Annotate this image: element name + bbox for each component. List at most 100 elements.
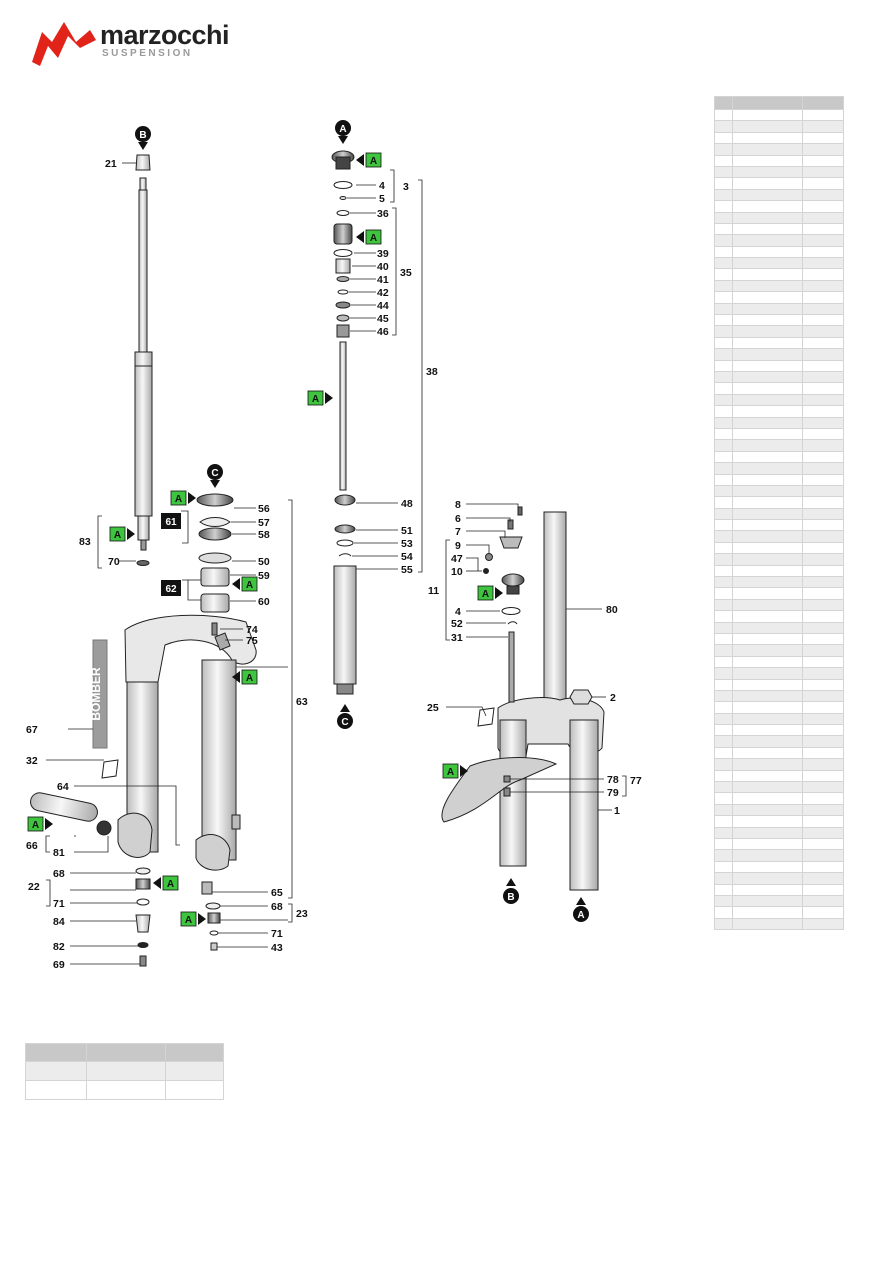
spec-table-cell bbox=[165, 1080, 224, 1100]
parts-table-row bbox=[714, 860, 844, 874]
parts-table-cell bbox=[732, 359, 803, 373]
badge-a-rod: A bbox=[307, 390, 333, 406]
part-drawings: BOMBER bbox=[30, 150, 605, 967]
label-44: 44 bbox=[377, 300, 389, 312]
parts-table-row bbox=[714, 678, 844, 691]
spec-table bbox=[25, 1043, 224, 1100]
label-79: 79 bbox=[607, 787, 619, 799]
label-66: 66 bbox=[26, 840, 38, 852]
parts-table-cell bbox=[732, 519, 803, 532]
parts-table-cell bbox=[802, 450, 844, 464]
parts-table-row bbox=[714, 610, 844, 623]
part-31-rod bbox=[508, 631, 515, 703]
part-labels: 21 4 5 3 36 39 40 41 42 44 45 46 35 38 4… bbox=[26, 158, 642, 971]
label-65: 65 bbox=[271, 887, 283, 899]
parts-table-header bbox=[714, 96, 844, 110]
svg-text:A: A bbox=[370, 156, 377, 167]
parts-table-cell bbox=[802, 575, 844, 589]
parts-table-row bbox=[714, 279, 844, 293]
parts-table-cell bbox=[732, 632, 803, 646]
parts-table-cell bbox=[714, 234, 733, 247]
parts-table-cell bbox=[732, 382, 803, 395]
label-4-right: 4 bbox=[455, 606, 461, 618]
parts-table-cell bbox=[802, 837, 844, 851]
exploded-parts-diagram: BOMBER bbox=[26, 120, 642, 971]
parts-table-cell bbox=[802, 462, 844, 475]
parts-table-cell bbox=[714, 678, 733, 691]
parts-table-cell bbox=[714, 621, 733, 634]
parts-table-cell bbox=[802, 530, 844, 543]
parts-table-cell bbox=[802, 712, 844, 726]
parts-table-cell bbox=[802, 200, 844, 213]
parts-table-row bbox=[714, 849, 844, 862]
parts-table-cell bbox=[802, 803, 844, 817]
parts-table-cell bbox=[802, 632, 844, 646]
label-31: 31 bbox=[451, 632, 463, 644]
parts-table-cell bbox=[714, 519, 733, 532]
parts-table-row bbox=[714, 541, 844, 555]
parts-table-row bbox=[714, 302, 844, 316]
badge-a-seal: A bbox=[170, 490, 196, 506]
label-50: 50 bbox=[258, 556, 270, 568]
parts-table-cell bbox=[802, 894, 844, 908]
parts-table-row bbox=[714, 188, 844, 202]
brand-subtitle: SUSPENSION bbox=[102, 48, 193, 59]
parts-table-cell bbox=[802, 815, 844, 828]
parts-table-cell bbox=[732, 143, 803, 156]
spec-table-cell bbox=[86, 1061, 166, 1081]
parts-table-cell bbox=[732, 678, 803, 691]
label-23: 23 bbox=[296, 908, 308, 920]
parts-table-cell bbox=[714, 758, 733, 771]
spec-table-cell bbox=[86, 1043, 166, 1062]
parts-table-cell bbox=[732, 667, 803, 680]
parts-table-cell bbox=[732, 257, 803, 270]
part-75-bracket bbox=[214, 632, 231, 651]
parts-table-row bbox=[714, 883, 844, 896]
parts-table-cell bbox=[802, 154, 844, 167]
part-67-decal bbox=[92, 639, 108, 749]
parts-table-cell bbox=[714, 96, 733, 110]
parts-table-cell bbox=[714, 268, 733, 281]
label-81: 81 bbox=[53, 847, 65, 859]
parts-table-cell bbox=[732, 837, 803, 851]
parts-table-row bbox=[714, 462, 844, 475]
brand-logo: marzocchi SUSPENSION bbox=[30, 18, 230, 70]
parts-table-cell bbox=[802, 564, 844, 578]
badge-a-arch: A bbox=[232, 669, 258, 685]
parts-table-cell bbox=[802, 177, 844, 190]
parts-table-cell bbox=[714, 701, 733, 714]
parts-table-cell bbox=[732, 427, 803, 441]
parts-table-cell bbox=[714, 837, 733, 851]
parts-table-cell bbox=[732, 541, 803, 555]
part-66-axle bbox=[30, 792, 98, 822]
badge-a-adjuster: A bbox=[477, 585, 503, 601]
parts-table-cell bbox=[714, 336, 733, 350]
label-25: 25 bbox=[427, 702, 439, 714]
parts-table-cell bbox=[732, 222, 803, 236]
parts-table-cell bbox=[714, 439, 733, 452]
parts-table-cell bbox=[802, 746, 844, 760]
parts-table-row bbox=[714, 689, 844, 703]
label-71-right: 71 bbox=[271, 928, 283, 940]
parts-table-cell bbox=[714, 769, 733, 783]
parts-table-row bbox=[714, 553, 844, 566]
parts-table-cell bbox=[802, 268, 844, 281]
parts-table-cell bbox=[802, 302, 844, 316]
parts-table-cell bbox=[732, 405, 803, 418]
parts-table-cell bbox=[802, 222, 844, 236]
part-23-foot-nut bbox=[207, 912, 221, 924]
marker-b-top: B bbox=[135, 126, 151, 150]
parts-table-cell bbox=[802, 382, 844, 395]
badge-a-top-cap: A bbox=[356, 152, 382, 168]
badge-a-bushing: A bbox=[232, 576, 258, 592]
parts-table-cell bbox=[714, 507, 733, 521]
parts-table-cell bbox=[802, 416, 844, 429]
parts-table-cell bbox=[714, 815, 733, 828]
part-41-ring bbox=[336, 276, 350, 282]
parts-table-row bbox=[714, 644, 844, 657]
part-6-screw bbox=[507, 519, 514, 530]
parts-table-cell bbox=[802, 883, 844, 896]
part-71-oring-left bbox=[136, 898, 150, 906]
parts-table-cell bbox=[802, 667, 844, 680]
parts-table-cell bbox=[802, 325, 844, 338]
